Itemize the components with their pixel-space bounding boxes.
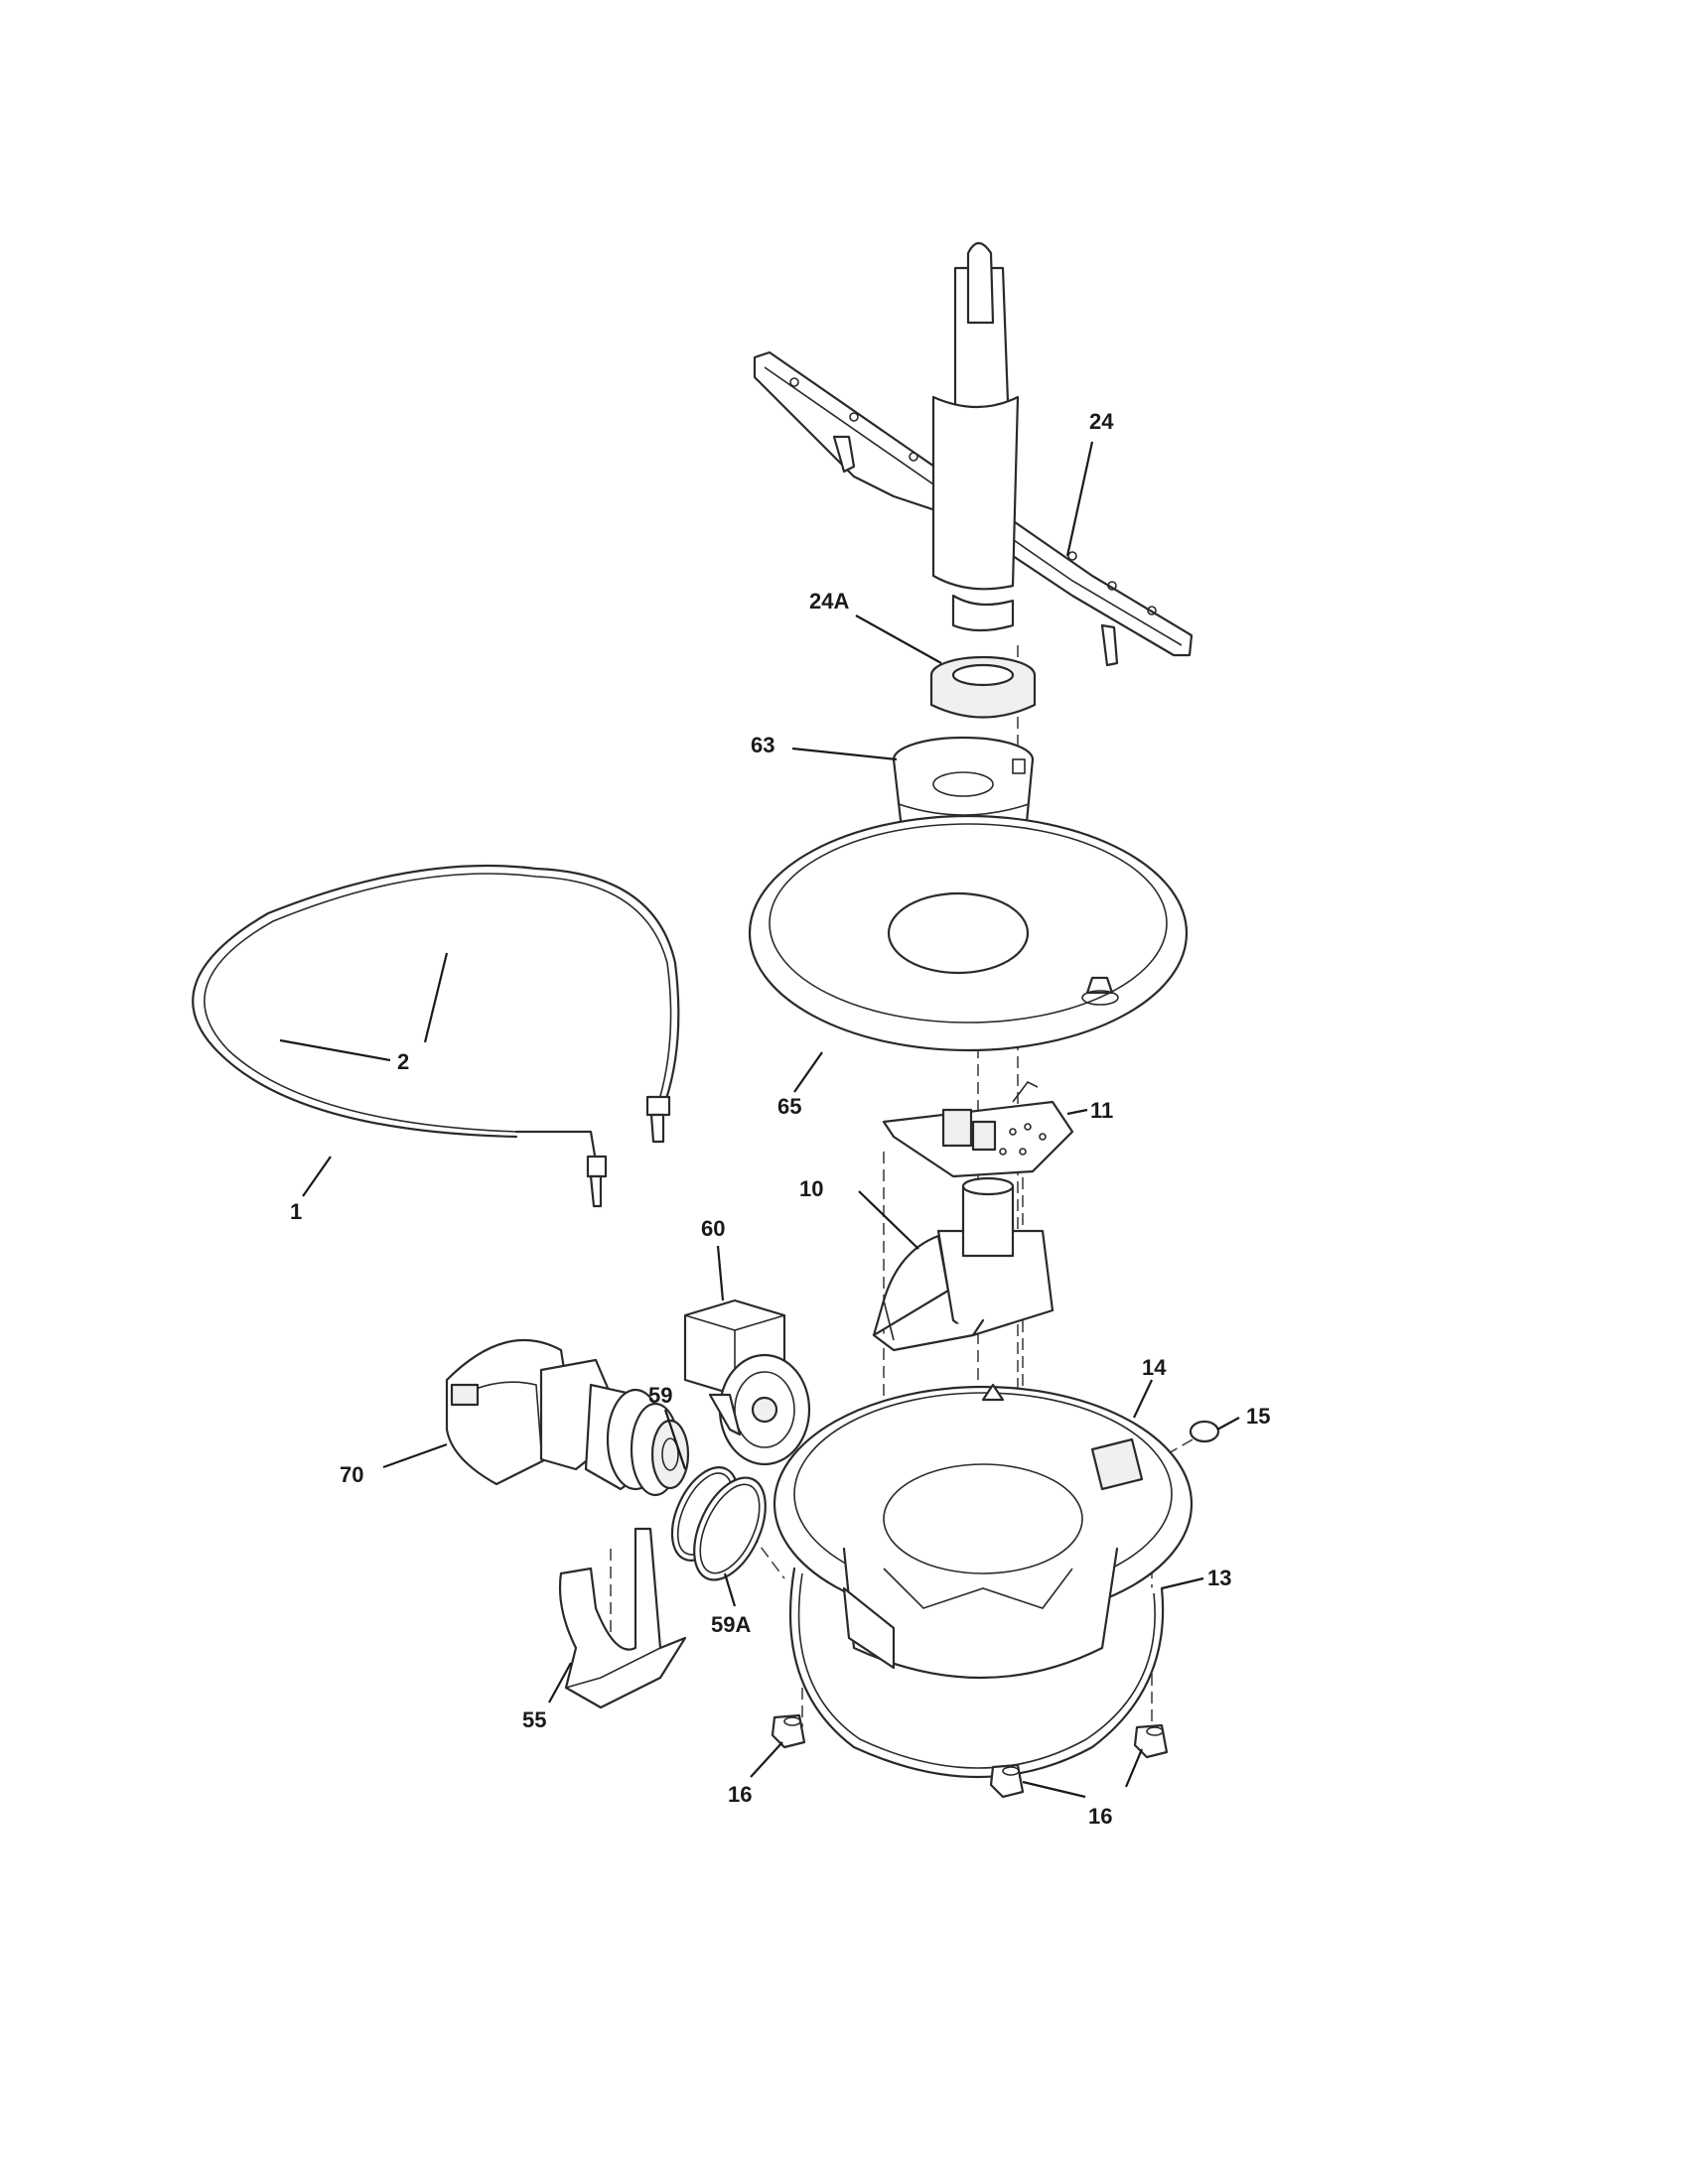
callout-label-14: 14 — [1142, 1355, 1167, 1380]
callout-label-59a: 59A — [711, 1612, 751, 1637]
callout-label-13: 13 — [1207, 1566, 1231, 1590]
lower-spray-disc-part[interactable] — [748, 814, 1189, 1052]
callout-label-55: 55 — [522, 1707, 546, 1732]
drain-pump-part[interactable] — [683, 1298, 811, 1466]
callout-label-65: 65 — [777, 1094, 801, 1119]
spray-arm-part[interactable] — [753, 241, 1194, 667]
callout-label-1: 1 — [290, 1199, 302, 1224]
callout-label-11: 11 — [1090, 1098, 1113, 1123]
callout-label-63: 63 — [751, 733, 774, 757]
leveling-foot-part[interactable] — [989, 1763, 1025, 1799]
callout-label-15: 15 — [1246, 1404, 1270, 1429]
callout-label-16-left: 16 — [728, 1782, 752, 1807]
callout-label-70: 70 — [340, 1462, 363, 1487]
circulation-pump-part[interactable] — [445, 1338, 690, 1497]
callout-label-24: 24 — [1089, 409, 1114, 434]
callout-labels: 24 24A 63 2 65 11 1 10 60 14 15 59 70 13… — [290, 409, 1270, 1829]
bearing-ring-part[interactable] — [929, 655, 1037, 719]
callout-label-16-right: 16 — [1088, 1804, 1112, 1829]
leveling-foot-part[interactable] — [771, 1713, 806, 1749]
callout-label-60: 60 — [701, 1216, 725, 1241]
callout-label-59: 59 — [648, 1383, 672, 1408]
sump-housing-part[interactable] — [773, 1383, 1194, 1679]
pump-bracket-part[interactable] — [558, 1527, 687, 1709]
callout-label-10: 10 — [799, 1176, 823, 1201]
o-ring-large-part[interactable] — [680, 1466, 780, 1590]
leader-lines — [279, 441, 1240, 1799]
sensor-plate-part[interactable] — [882, 1080, 1074, 1178]
heating-element-part[interactable] — [192, 864, 680, 1208]
diverter-valve-part[interactable] — [872, 1176, 1055, 1352]
leveling-foot-part[interactable] — [1133, 1723, 1169, 1759]
disc-cap-part[interactable] — [1189, 1420, 1220, 1443]
callout-label-2: 2 — [397, 1049, 409, 1074]
callout-label-24a: 24A — [809, 589, 849, 614]
